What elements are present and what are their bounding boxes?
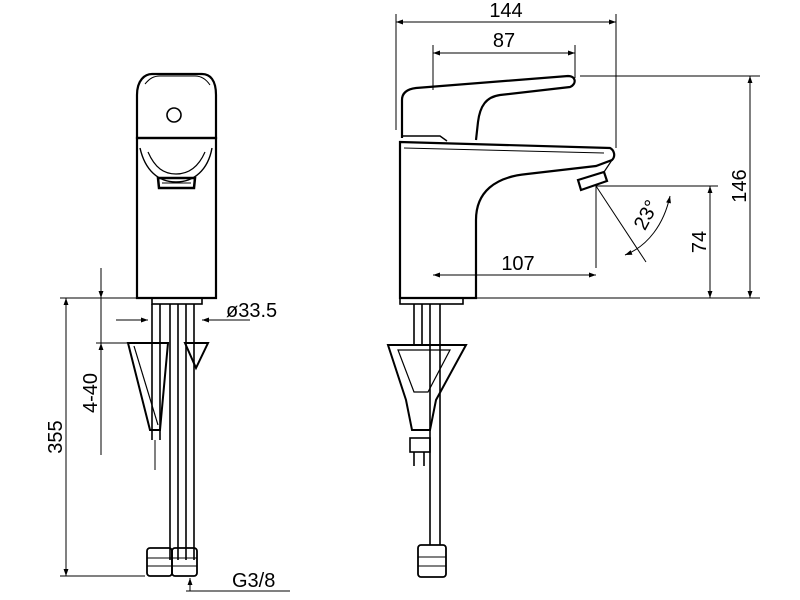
front-view <box>126 72 218 577</box>
dim-connection: G3/8 <box>232 570 275 592</box>
dim-counter-thickness: 4-40 <box>80 373 102 413</box>
front-body <box>135 136 218 300</box>
dim-spout-reach: 107 <box>501 253 534 275</box>
side-aerator <box>576 170 609 192</box>
front-hose-nut-right <box>171 547 198 577</box>
dim-width-total: 144 <box>489 0 522 22</box>
front-dimensions: 355 4-40 ø33.5 G3/8 <box>45 268 290 592</box>
dim-width-handle: 87 <box>493 30 515 52</box>
dim-body-diameter: ø33.5 <box>226 300 277 322</box>
dim-height-total: 146 <box>729 169 751 202</box>
front-mounting-bracket <box>126 342 170 431</box>
front-hose-nut-left <box>146 547 173 577</box>
dim-hose-length: 355 <box>45 420 67 453</box>
side-body <box>398 140 616 300</box>
front-aerator <box>156 176 197 190</box>
side-lever <box>400 74 576 141</box>
front-handle-screw <box>166 107 182 123</box>
side-hose-nut <box>417 544 447 578</box>
side-mounting-bracket <box>386 344 468 431</box>
dim-spout-height: 74 <box>689 231 711 253</box>
side-view <box>386 74 616 578</box>
dim-spout-angle: 23° <box>630 197 664 234</box>
front-handle <box>135 72 218 140</box>
